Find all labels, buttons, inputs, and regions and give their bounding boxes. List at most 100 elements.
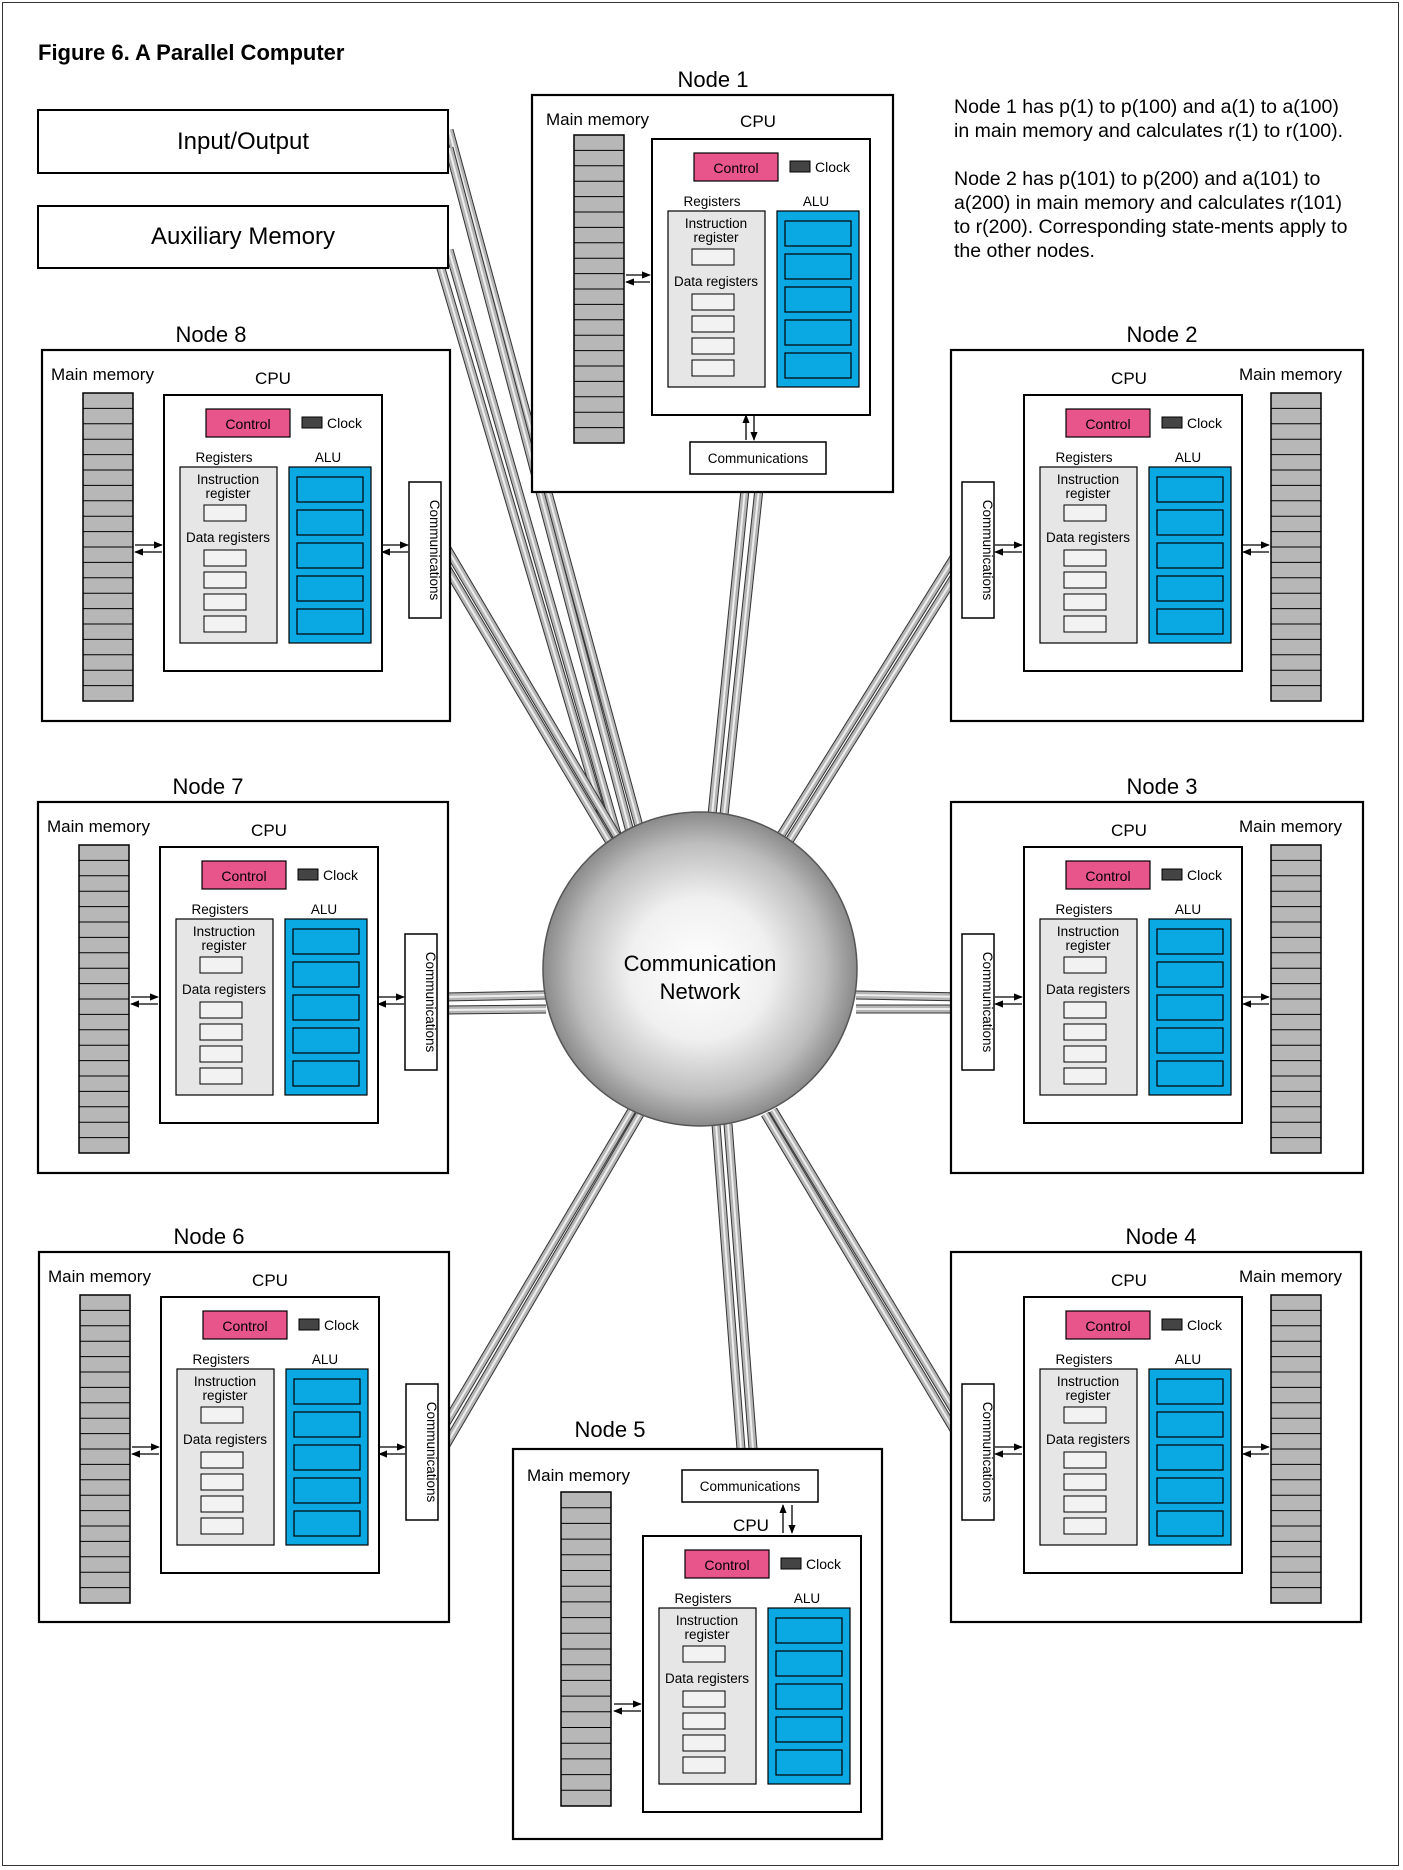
main-memory-stack <box>573 134 625 444</box>
main-memory-label: Main memory <box>1239 817 1342 836</box>
data-register <box>200 1473 244 1491</box>
alu-cell <box>1156 928 1224 955</box>
cable-highlight <box>441 1113 641 1453</box>
main-memory-label: Main memory <box>1239 1267 1342 1286</box>
instruction-register-label-1: Instruction <box>676 1613 738 1628</box>
alu-cell <box>1156 509 1224 536</box>
alu-cell <box>1156 1060 1224 1087</box>
registers-label: Registers <box>1055 450 1112 465</box>
data-registers-label: Data registers <box>1046 1432 1130 1447</box>
clock-label: Clock <box>327 415 363 431</box>
communications-label: Communications <box>423 952 438 1053</box>
control-label: Control <box>713 160 758 176</box>
clock-label: Clock <box>323 867 359 883</box>
cable-node3-1 <box>855 990 967 1002</box>
data-register <box>1063 593 1107 611</box>
data-register <box>691 337 735 355</box>
instruction-register-label-1: Instruction <box>197 472 259 487</box>
data-register <box>1063 1001 1107 1019</box>
instruction-register <box>200 1406 244 1424</box>
clock-label: Clock <box>324 1317 360 1333</box>
node-description-note: Node 1 has p(1) to p(100) and a(1) to a(… <box>954 95 1354 287</box>
clock-icon <box>1161 868 1183 881</box>
input-output-box: Input/Output <box>37 109 449 174</box>
control-label: Control <box>225 416 270 432</box>
cable-highlight <box>443 1008 547 1011</box>
communications-box: Communications <box>408 481 442 619</box>
alu-cell <box>292 1027 360 1054</box>
communications-label: Communications <box>980 952 995 1053</box>
data-register <box>1063 1473 1107 1491</box>
main-memory-stack <box>79 1294 131 1604</box>
control-unit <box>201 860 287 890</box>
communications-box: Communications <box>681 1469 819 1503</box>
auxiliary-memory-box: Auxiliary Memory <box>37 205 449 269</box>
communications-outline <box>961 481 995 619</box>
instruction-register <box>203 504 247 522</box>
cpu-label: CPU <box>251 821 287 840</box>
alu-cell <box>292 994 360 1021</box>
control-label: Control <box>1085 868 1130 884</box>
cable-node5-2 <box>723 1123 760 1476</box>
alu-cell <box>775 1617 843 1644</box>
communications-outline <box>681 1469 819 1503</box>
control-unit <box>693 152 779 182</box>
instruction-register-label-1: Instruction <box>194 1374 256 1389</box>
data-register <box>691 293 735 311</box>
communications-label: Communications <box>427 500 442 601</box>
network-label-line2: Network <box>660 979 742 1004</box>
clock-label: Clock <box>1187 1317 1223 1333</box>
communications-outline <box>689 441 827 475</box>
main-memory-label: Main memory <box>546 110 649 129</box>
communications-outline <box>408 481 442 619</box>
instruction-register-label-2: register <box>1065 938 1111 953</box>
note-paragraph-1: Node 1 has p(1) to p(100) and a(1) to a(… <box>954 96 1344 142</box>
cpu-label: CPU <box>252 1271 288 1290</box>
main-memory-stack <box>560 1491 612 1807</box>
registers-label: Registers <box>674 1591 731 1606</box>
registers-label: Registers <box>195 450 252 465</box>
instruction-register <box>682 1645 726 1663</box>
alu-label: ALU <box>1175 450 1201 465</box>
control-label: Control <box>222 1318 267 1334</box>
alu-cell <box>1156 961 1224 988</box>
cable-highlight <box>441 539 619 839</box>
registers-panel <box>658 1607 757 1785</box>
data-register <box>1063 615 1107 633</box>
alu-cell <box>293 1411 361 1438</box>
instruction-register <box>691 248 735 266</box>
registers-label: Registers <box>683 194 740 209</box>
alu-cell <box>775 1683 843 1710</box>
alu-cell <box>292 928 360 955</box>
alu-cell <box>296 509 364 536</box>
data-register <box>199 1067 243 1085</box>
instruction-register-label-1: Instruction <box>685 216 747 231</box>
communications-box: Communications <box>961 933 995 1071</box>
data-register <box>1063 1023 1107 1041</box>
data-registers-label: Data registers <box>186 530 270 545</box>
node-title: Node 7 <box>173 774 244 799</box>
cable-node7-2 <box>443 1004 547 1015</box>
data-register <box>1063 1495 1107 1513</box>
node-title: Node 2 <box>1127 322 1198 347</box>
alu-cell <box>1156 1027 1224 1054</box>
cpu-label: CPU <box>740 112 776 131</box>
cpu-label: CPU <box>255 369 291 388</box>
alu-label: ALU <box>311 902 337 917</box>
clock-label: Clock <box>1187 867 1223 883</box>
alu-cell <box>1156 476 1224 503</box>
data-register <box>199 1023 243 1041</box>
alu-cell <box>1156 575 1224 602</box>
alu-cell <box>1156 608 1224 635</box>
main-memory-stack <box>1270 392 1322 702</box>
alu-cell <box>775 1716 843 1743</box>
data-register <box>203 549 247 567</box>
cable-highlight <box>727 1123 756 1476</box>
main-memory-label: Main memory <box>51 365 154 384</box>
